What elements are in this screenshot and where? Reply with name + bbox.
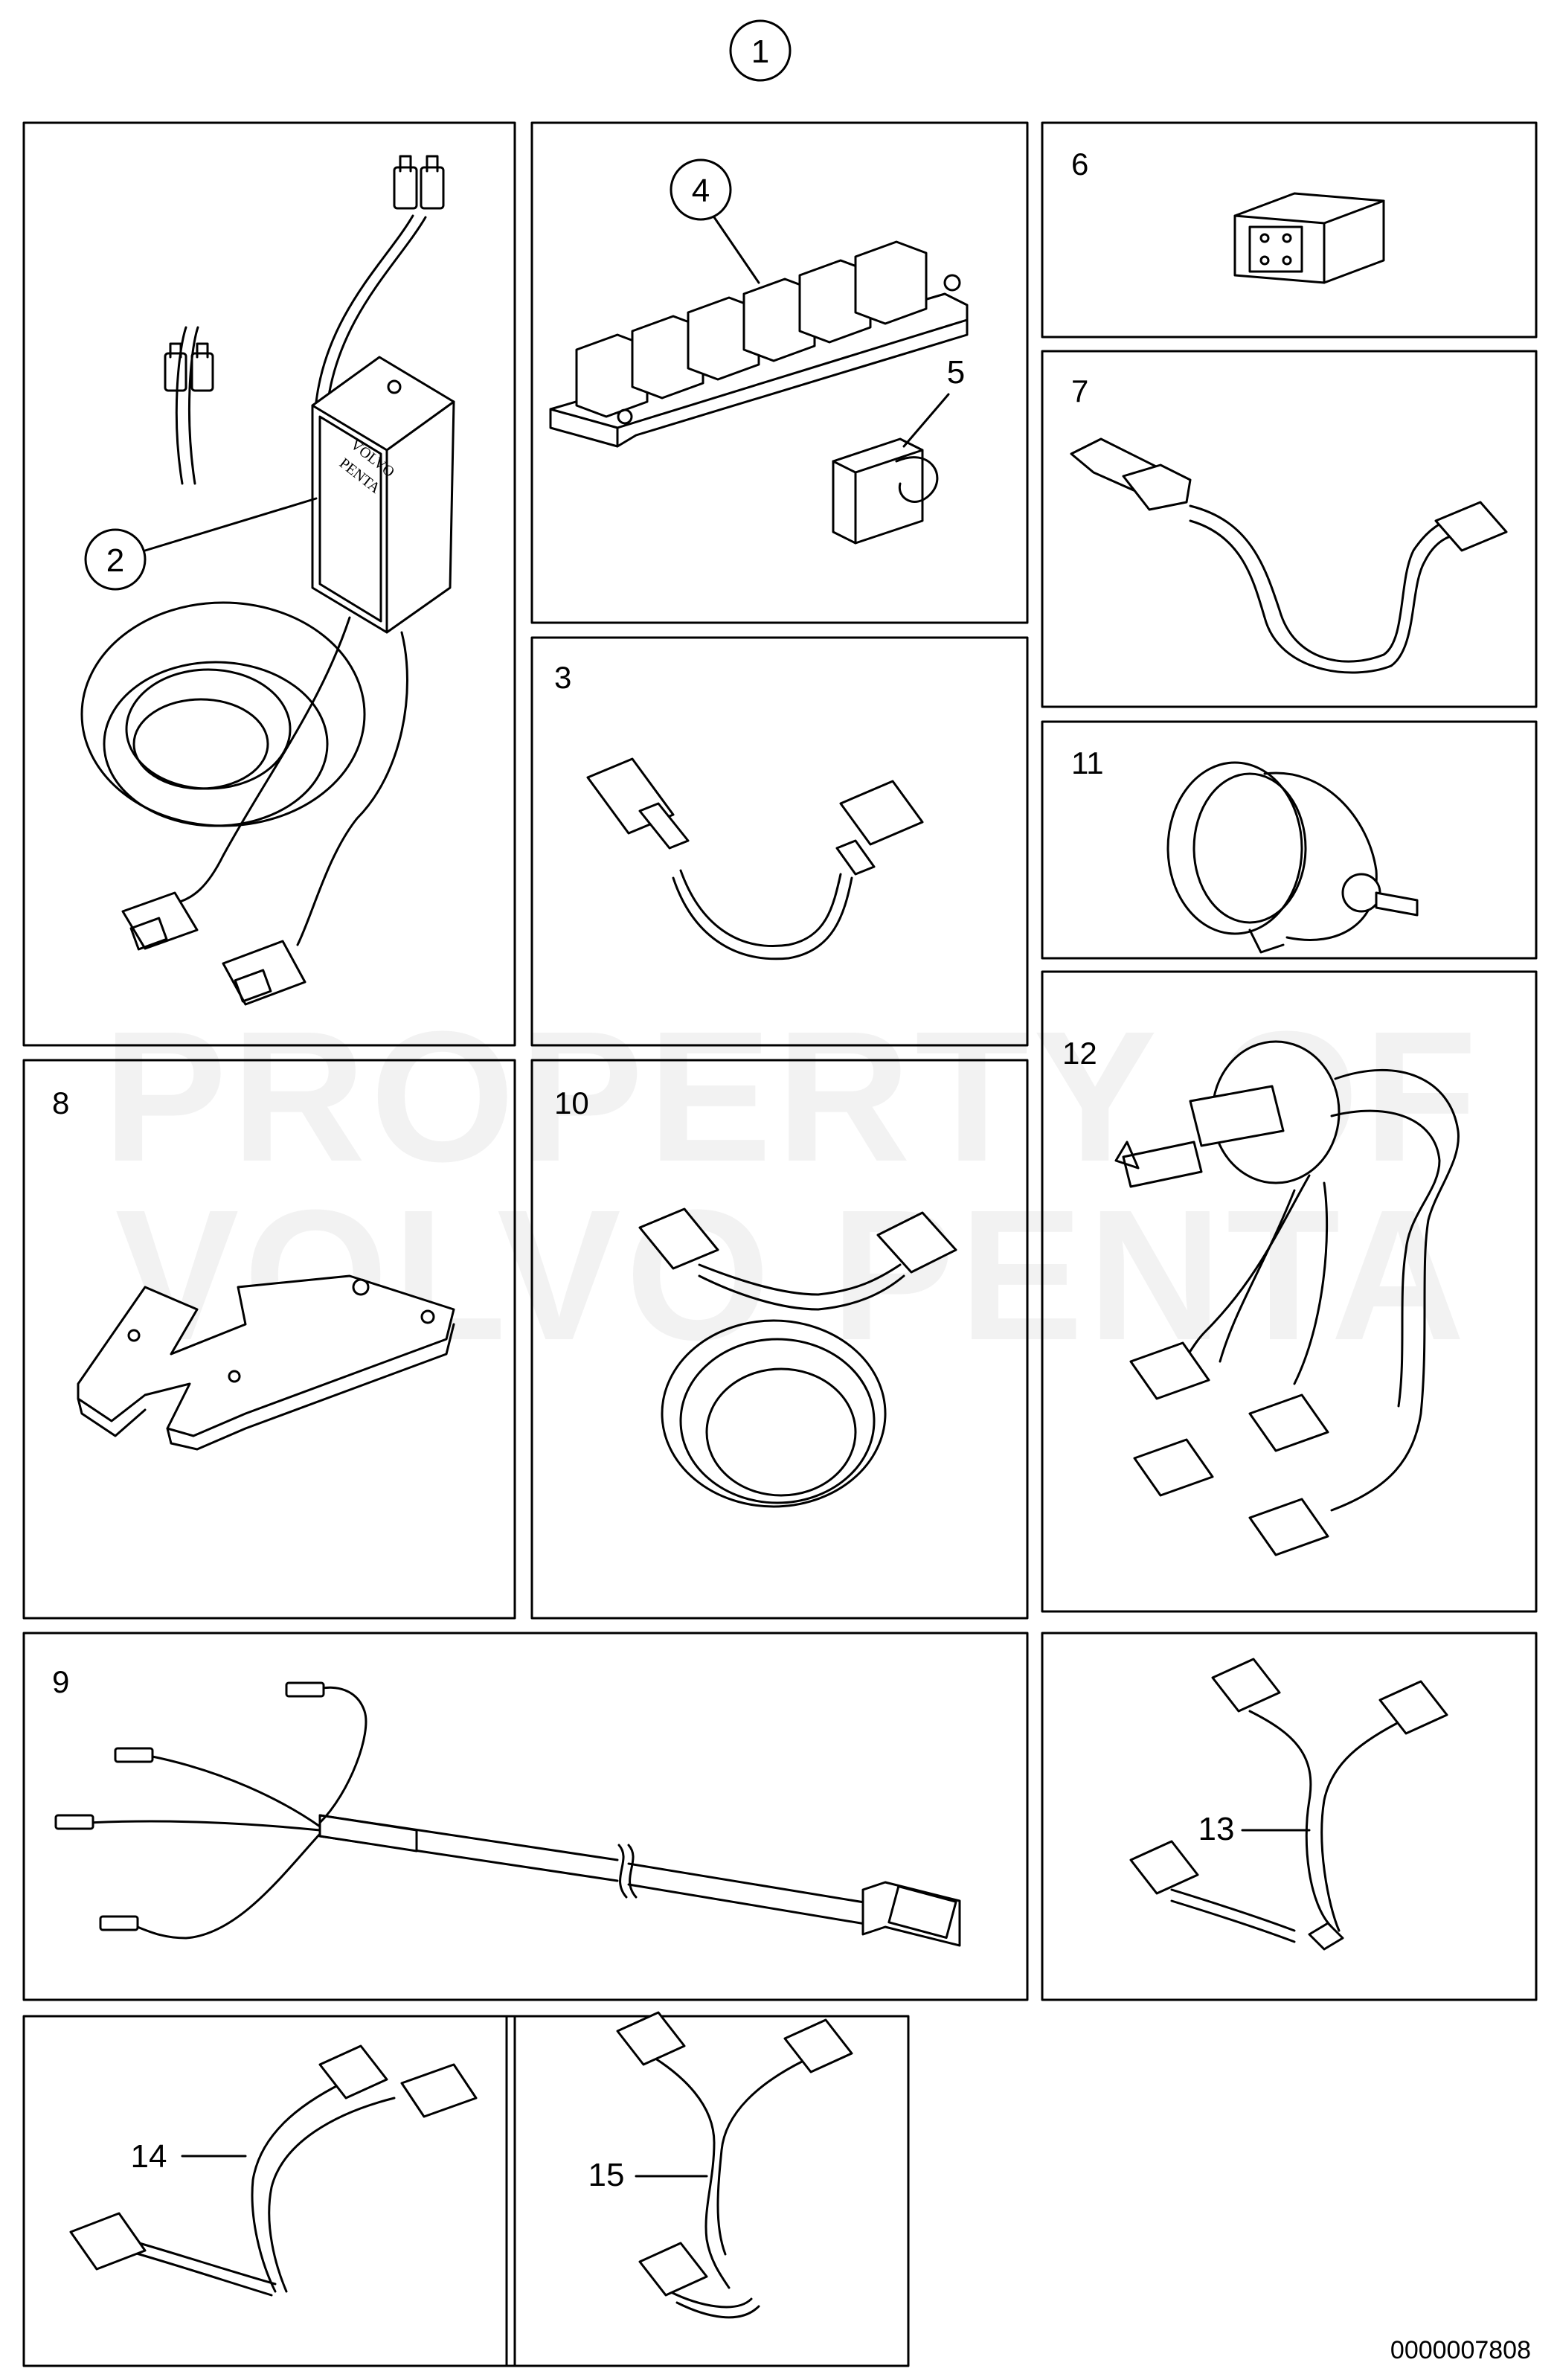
spade-connector (164, 342, 214, 392)
sensor-connector (1070, 437, 1192, 511)
callout-2: 2 (84, 497, 318, 591)
spade-terminal (99, 1915, 139, 1931)
connector (1248, 1498, 1329, 1556)
panel-extension-cable-10: 10 (530, 1059, 1029, 1620)
multi-pin-connector (861, 1881, 961, 1947)
connector (1211, 1658, 1281, 1713)
panel-11-label: 11 (1071, 745, 1104, 780)
connector (222, 940, 306, 1006)
panel-sensor-cable-7: 7 (1041, 350, 1538, 708)
gauge-body (1166, 761, 1419, 954)
callout-5: 5 (902, 354, 965, 448)
coiled-cable (80, 601, 366, 827)
callout-13-number: 13 (1198, 1811, 1235, 1847)
panel-12-label: 12 (1062, 1036, 1097, 1071)
panel-frame (1041, 970, 1538, 1613)
callout-1-number: 1 (751, 33, 769, 70)
coiled-cable (661, 1319, 887, 1508)
callout-4: 4 (670, 158, 760, 284)
panel-gauge-11: 11 (1041, 720, 1538, 960)
connector (318, 2044, 388, 2100)
connector (835, 780, 924, 876)
panel-6-label: 6 (1071, 147, 1088, 182)
panel-frame (22, 2015, 516, 2367)
panel-8-label: 8 (52, 1085, 69, 1120)
connector (1434, 501, 1508, 552)
panel-9-label: 9 (52, 1664, 69, 1699)
panel-frame (1041, 720, 1538, 960)
panel-3-label: 3 (554, 660, 571, 695)
spade-terminal (54, 1814, 94, 1830)
connector (638, 1207, 719, 1270)
panel-connector-6: 6 (1041, 121, 1538, 339)
panel-frame (1041, 350, 1538, 708)
panel-gauge-harness-12: 12 (1041, 970, 1538, 1613)
spade-terminal (114, 1747, 154, 1763)
panel-frame (530, 121, 1029, 624)
panel-frame (22, 1632, 1029, 2001)
panel-frame (530, 1059, 1029, 1620)
connector (876, 1211, 957, 1274)
connector (638, 2242, 708, 2297)
callout-15-number: 15 (588, 2157, 625, 2193)
mounting-bracket (77, 1274, 455, 1451)
connector (1129, 1341, 1210, 1400)
panel-y-cable-15: 15 (505, 2011, 910, 2367)
document-number: 0000007808 (1390, 2336, 1531, 2364)
connector (69, 2212, 147, 2271)
panel-y-cable-14: 14 (22, 2015, 516, 2367)
panel-frame (22, 1059, 516, 1620)
connector (400, 2063, 478, 2118)
callout-4-number: 4 (692, 173, 710, 209)
panel-frame (505, 2015, 910, 2367)
connector (1248, 1393, 1329, 1452)
connector (1378, 1680, 1448, 1735)
gauge-body (1114, 1040, 1341, 1188)
connector (586, 757, 690, 850)
panel-bracket-8: 8 (22, 1059, 516, 1620)
panel-10-label: 10 (554, 1085, 589, 1120)
connector-housing (1233, 192, 1385, 284)
callout-14-number: 14 (131, 2138, 167, 2175)
panel-wiring-harness-9: 9 (22, 1632, 1029, 2001)
panel-control-module-harness: VOLVO PENTA 2 (22, 121, 516, 1047)
spade-connector (393, 155, 445, 210)
panel-y-cable-13: 13 (1041, 1632, 1538, 2001)
panel-adapter-cable-3: 3 (530, 636, 1029, 1047)
connector (783, 2018, 853, 2073)
panel-7-label: 7 (1071, 373, 1088, 408)
callout-5-number: 5 (947, 354, 965, 391)
protective-cap (832, 437, 939, 545)
panel-frame (530, 636, 1029, 1047)
connector-socket-row (575, 240, 961, 425)
callout-2-number: 2 (106, 542, 124, 579)
panel-frame (22, 121, 516, 1047)
control-module: VOLVO PENTA (311, 356, 455, 634)
callout-1: 1 (729, 19, 792, 82)
connector (121, 891, 199, 951)
panel-frame (1041, 1632, 1538, 2001)
connector (1133, 1438, 1214, 1497)
connector (1129, 1840, 1199, 1895)
panel-connector-block: 4 5 (530, 121, 1029, 624)
panel-frame (1041, 121, 1538, 339)
spade-terminal (285, 1681, 325, 1698)
connector (616, 2011, 686, 2066)
